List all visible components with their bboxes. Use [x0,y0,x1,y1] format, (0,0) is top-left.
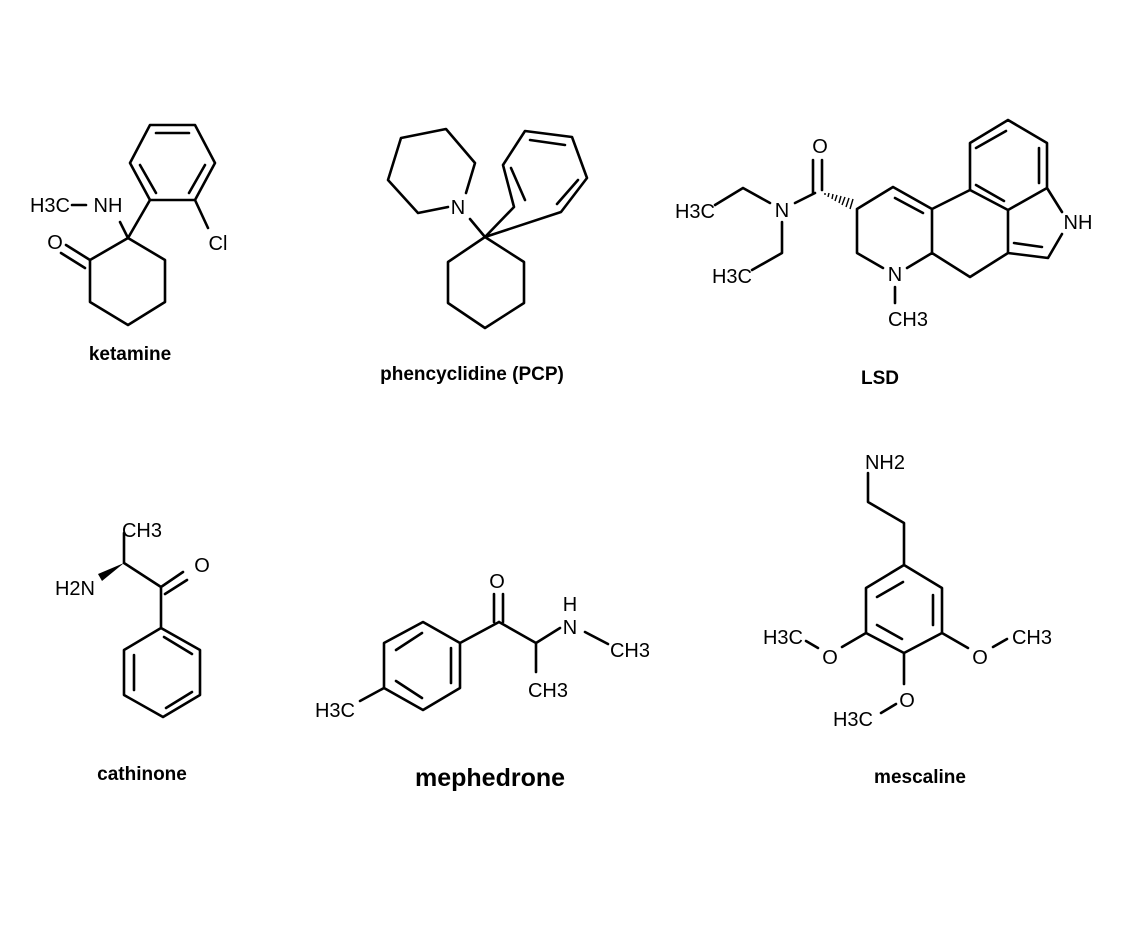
lsd-atom-n-ring: N [888,264,902,286]
mephedrone-atom-h: H [563,594,577,616]
ketamine-bonds [59,123,217,327]
cathinone-atom-o: O [194,555,210,577]
pcp-atom-n: N [451,197,465,219]
mephedrone-atom-o: O [489,571,505,593]
mescaline-atom-ch3-right: CH3 [1012,627,1052,649]
mescaline-atom-h3c-left: H3C [763,627,803,649]
ketamine-atom-h3c: H3C [30,195,70,217]
mephedrone-atom-h3c: H3C [315,700,355,722]
lsd-hashed-bond [824,192,854,210]
mephedrone-atom-n: N [563,617,577,639]
cathinone-label: cathinone [97,764,187,785]
ketamine-atom-cl: Cl [209,233,228,255]
mephedrone-label: mephedrone [415,764,565,792]
lsd-atom-h3c-top: H3C [675,201,715,223]
pcp-label: phencyclidine (PCP) [380,364,564,385]
ketamine-atom-nh: NH [94,195,123,217]
lsd-atom-n-amide: N [775,200,789,222]
mephedrone-bonds [358,592,610,712]
lsd-label: LSD [861,368,899,389]
cathinone-bonds [122,531,202,719]
lsd-atom-o: O [812,136,828,158]
cathinone-atom-ch3: CH3 [122,520,162,542]
mescaline-label: mescaline [874,767,966,788]
cathinone-atom-h2n: H2N [55,578,95,600]
mescaline-atom-o-right: O [972,647,988,669]
lsd-atom-h3c-bottom: H3C [712,266,752,288]
mescaline-atom-h3c-bottom: H3C [833,709,873,731]
mescaline-bonds [804,471,1009,715]
ketamine-structure: H3C NH O Cl ketamine [30,123,228,365]
mephedrone-atom-ch3-c: CH3 [528,680,568,702]
mescaline-atom-o-left: O [822,647,838,669]
cathinone-structure: CH3 H2N O cathinone [55,520,210,785]
lsd-atom-nh: NH [1064,212,1093,234]
lsd-bonds [713,118,1064,305]
pcp-bonds [386,127,589,330]
cathinone-wedge-bond [98,563,124,581]
mescaline-atom-nh2: NH2 [865,452,905,474]
ketamine-atom-o: O [47,232,63,254]
mephedrone-atom-ch3-n: CH3 [610,640,650,662]
ketamine-label: ketamine [89,344,171,365]
lsd-atom-ch3: CH3 [888,309,928,331]
lsd-structure: H3C N O H3C N CH3 NH LSD [675,118,1093,389]
mephedrone-structure: O H N CH3 CH3 H3C mephedrone [315,571,650,792]
pcp-structure: N phencyclidine (PCP) [380,127,589,385]
mescaline-structure: NH2 H3C O O CH3 O H3C mescaline [763,452,1052,788]
mescaline-atom-o-bottom: O [899,690,915,712]
